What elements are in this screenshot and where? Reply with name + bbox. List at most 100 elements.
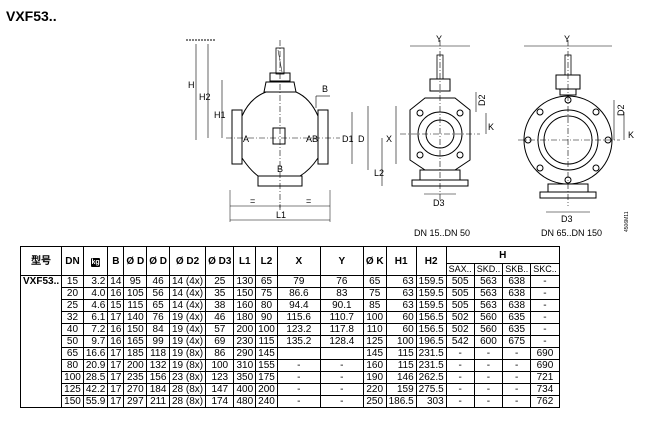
table-cell: 75 [255, 287, 278, 300]
table-cell: 115 [255, 335, 278, 348]
table-cell: 16.6 [82, 347, 109, 360]
table-cell: 100 [255, 323, 278, 336]
table-cell: 145 [362, 347, 387, 360]
page-title: VXF53.. [6, 8, 57, 24]
table-cell: 505 [445, 287, 475, 300]
table-cell: 502 [445, 323, 475, 336]
table-cell: - [530, 323, 560, 336]
table-cell: 303 [415, 395, 447, 408]
table-cell: 638 [502, 299, 532, 312]
table-cell: 155 [255, 359, 278, 372]
table-cell: - [473, 395, 504, 408]
col-b: B [107, 246, 125, 276]
table-cell: - [319, 371, 364, 384]
table-cell: 675 [502, 335, 532, 348]
table-cell: 146 [385, 371, 417, 384]
table-cell: 56 [146, 287, 170, 300]
table-cell: 17 [107, 347, 125, 360]
table-cell: - [502, 347, 532, 360]
table-cell: 115 [385, 359, 417, 372]
table-cell: 100 [61, 371, 84, 384]
table-cell: 275.5 [415, 383, 447, 396]
valve-drawing: H H2 H1 A AB B B D1 D L2 = = L1 Y X [186, 34, 634, 238]
table-cell: 80 [61, 359, 84, 372]
table-cell: 160 [362, 359, 387, 372]
table-cell: 270 [123, 383, 148, 396]
table-cell: 42.2 [82, 383, 109, 396]
table-cell: 95 [123, 275, 148, 288]
table-cell: - [276, 383, 321, 396]
table-cell: 94.4 [276, 299, 321, 312]
table-cell: 20.9 [82, 359, 109, 372]
table-cell: - [276, 395, 321, 408]
table-cell: 200 [255, 383, 278, 396]
table-cell: 38 [205, 299, 235, 312]
table-cell: 211 [146, 395, 170, 408]
table-cell: 505 [445, 275, 475, 288]
table-cell: 35 [205, 287, 235, 300]
table-cell: 75 [362, 287, 387, 300]
col-dn: DN [61, 246, 84, 276]
dim-h: H [188, 80, 195, 90]
col-ok: Ø K [362, 246, 387, 276]
table-cell: 186.5 [385, 395, 417, 408]
table-cell: 635 [502, 311, 532, 324]
table-cell: 563 [473, 287, 504, 300]
table-cell [319, 347, 364, 360]
table-cell: 57 [205, 323, 235, 336]
table-cell: 28 (8x) [168, 383, 207, 396]
table-cell: 734 [530, 383, 560, 396]
table-cell: 563 [473, 299, 504, 312]
dim-d3-large: D3 [561, 214, 573, 224]
table-cell: - [445, 395, 475, 408]
table-cell: 15 [107, 299, 125, 312]
table-cell: - [502, 395, 532, 408]
table-cell: 230 [233, 335, 257, 348]
table-cell: 100 [385, 335, 417, 348]
table-cell: 150 [61, 395, 84, 408]
table-cell: - [530, 335, 560, 348]
col-x: X [276, 246, 321, 276]
large-front-view [518, 40, 625, 213]
table-cell [276, 347, 321, 360]
table-cell: - [502, 359, 532, 372]
table-cell: 76 [319, 275, 364, 288]
table-cell: 90 [255, 311, 278, 324]
table-cell: 250 [362, 395, 387, 408]
table-cell: 123 [205, 371, 235, 384]
table-cell: 125 [61, 383, 84, 396]
table-cell: 290 [233, 347, 257, 360]
dim-k-large: K [628, 130, 634, 140]
table-cell: 159.5 [415, 299, 447, 312]
small-front-view [395, 40, 487, 200]
table-cell: 9.7 [82, 335, 109, 348]
table-cell: 175 [255, 371, 278, 384]
model-cell: VXF53.. [19, 275, 63, 408]
table-cell: 99 [146, 335, 170, 348]
table-cell: 83 [319, 287, 364, 300]
table-cell: 235 [123, 371, 148, 384]
dim-k-small: K [488, 122, 494, 132]
table-cell: 140 [123, 311, 148, 324]
port-ab: AB [306, 134, 318, 144]
table-cell: - [473, 347, 504, 360]
table-cell: - [319, 383, 364, 396]
table-cell: 690 [530, 359, 560, 372]
col-y: Y [319, 246, 364, 276]
table-cell: - [319, 359, 364, 372]
table-cell: 762 [530, 395, 560, 408]
table-cell: 28 (8x) [168, 395, 207, 408]
table-cell: 128.4 [319, 335, 364, 348]
dim-d1: D1 [342, 134, 354, 144]
table-cell: 55.9 [82, 395, 109, 408]
table-cell: 19 (4x) [168, 323, 207, 336]
table-cell: 16 [107, 335, 125, 348]
table-cell: 60 [385, 323, 417, 336]
table-cell: 16 [107, 323, 125, 336]
table-cell: 63 [385, 287, 417, 300]
table-cell: 130 [233, 275, 257, 288]
